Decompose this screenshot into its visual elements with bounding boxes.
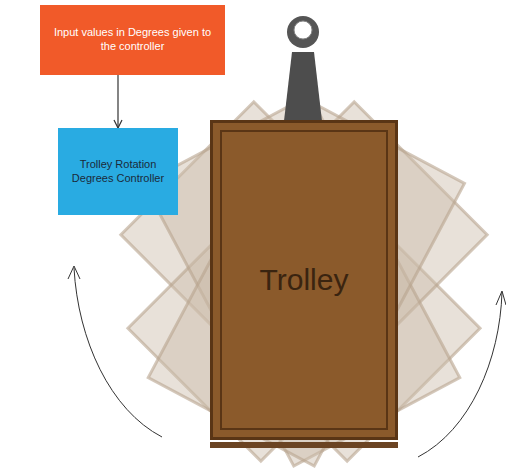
- box-label: Trolley Rotation Degrees Controller: [64, 158, 172, 186]
- flow-arrow: [117, 75, 118, 128]
- arrow-head: [496, 291, 506, 305]
- curved-arrow: [74, 268, 162, 437]
- trolley-handle: [284, 16, 322, 121]
- handle-stem: [284, 52, 322, 121]
- box-label: Input values in Degrees given to the con…: [50, 26, 215, 54]
- trolley-body: Trolley: [210, 120, 398, 440]
- trolley-label: Trolley: [260, 261, 349, 299]
- ghost-trolley: [148, 95, 464, 466]
- ghost-trolley: [128, 102, 487, 461]
- trolley-base-bar: [210, 442, 398, 448]
- controller-box: Trolley Rotation Degrees Controller: [58, 128, 178, 215]
- curved-arrow: [418, 292, 502, 457]
- ring-hole: [294, 21, 312, 39]
- handle-ring: [287, 16, 319, 48]
- arrow-head: [68, 266, 80, 279]
- input-box: Input values in Degrees given to the con…: [40, 5, 225, 75]
